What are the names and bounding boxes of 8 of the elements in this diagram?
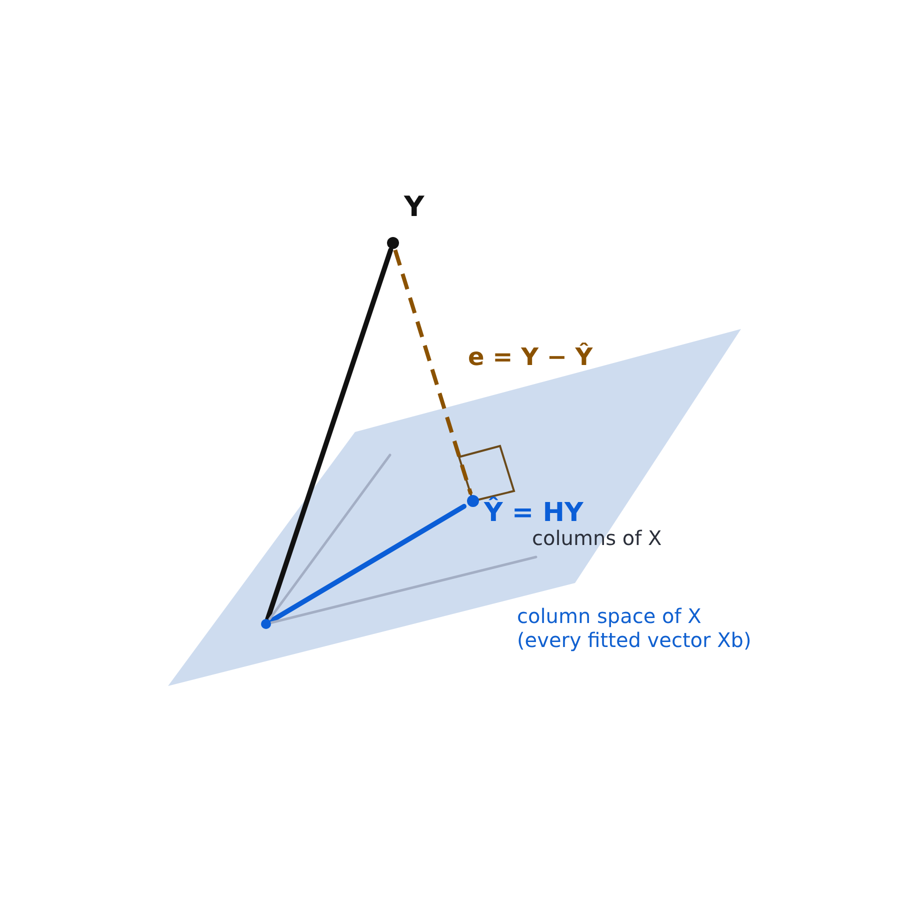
plane-caption: column space of X (every fitted vector Xb) <box>517 604 752 652</box>
line <box>268 504 466 624</box>
edge-label: e = Y − Ŷ <box>468 343 593 372</box>
line <box>265 248 394 622</box>
line <box>268 454 392 620</box>
dashed-line <box>393 249 473 495</box>
vector-label: Y <box>404 190 424 224</box>
line <box>270 556 538 624</box>
